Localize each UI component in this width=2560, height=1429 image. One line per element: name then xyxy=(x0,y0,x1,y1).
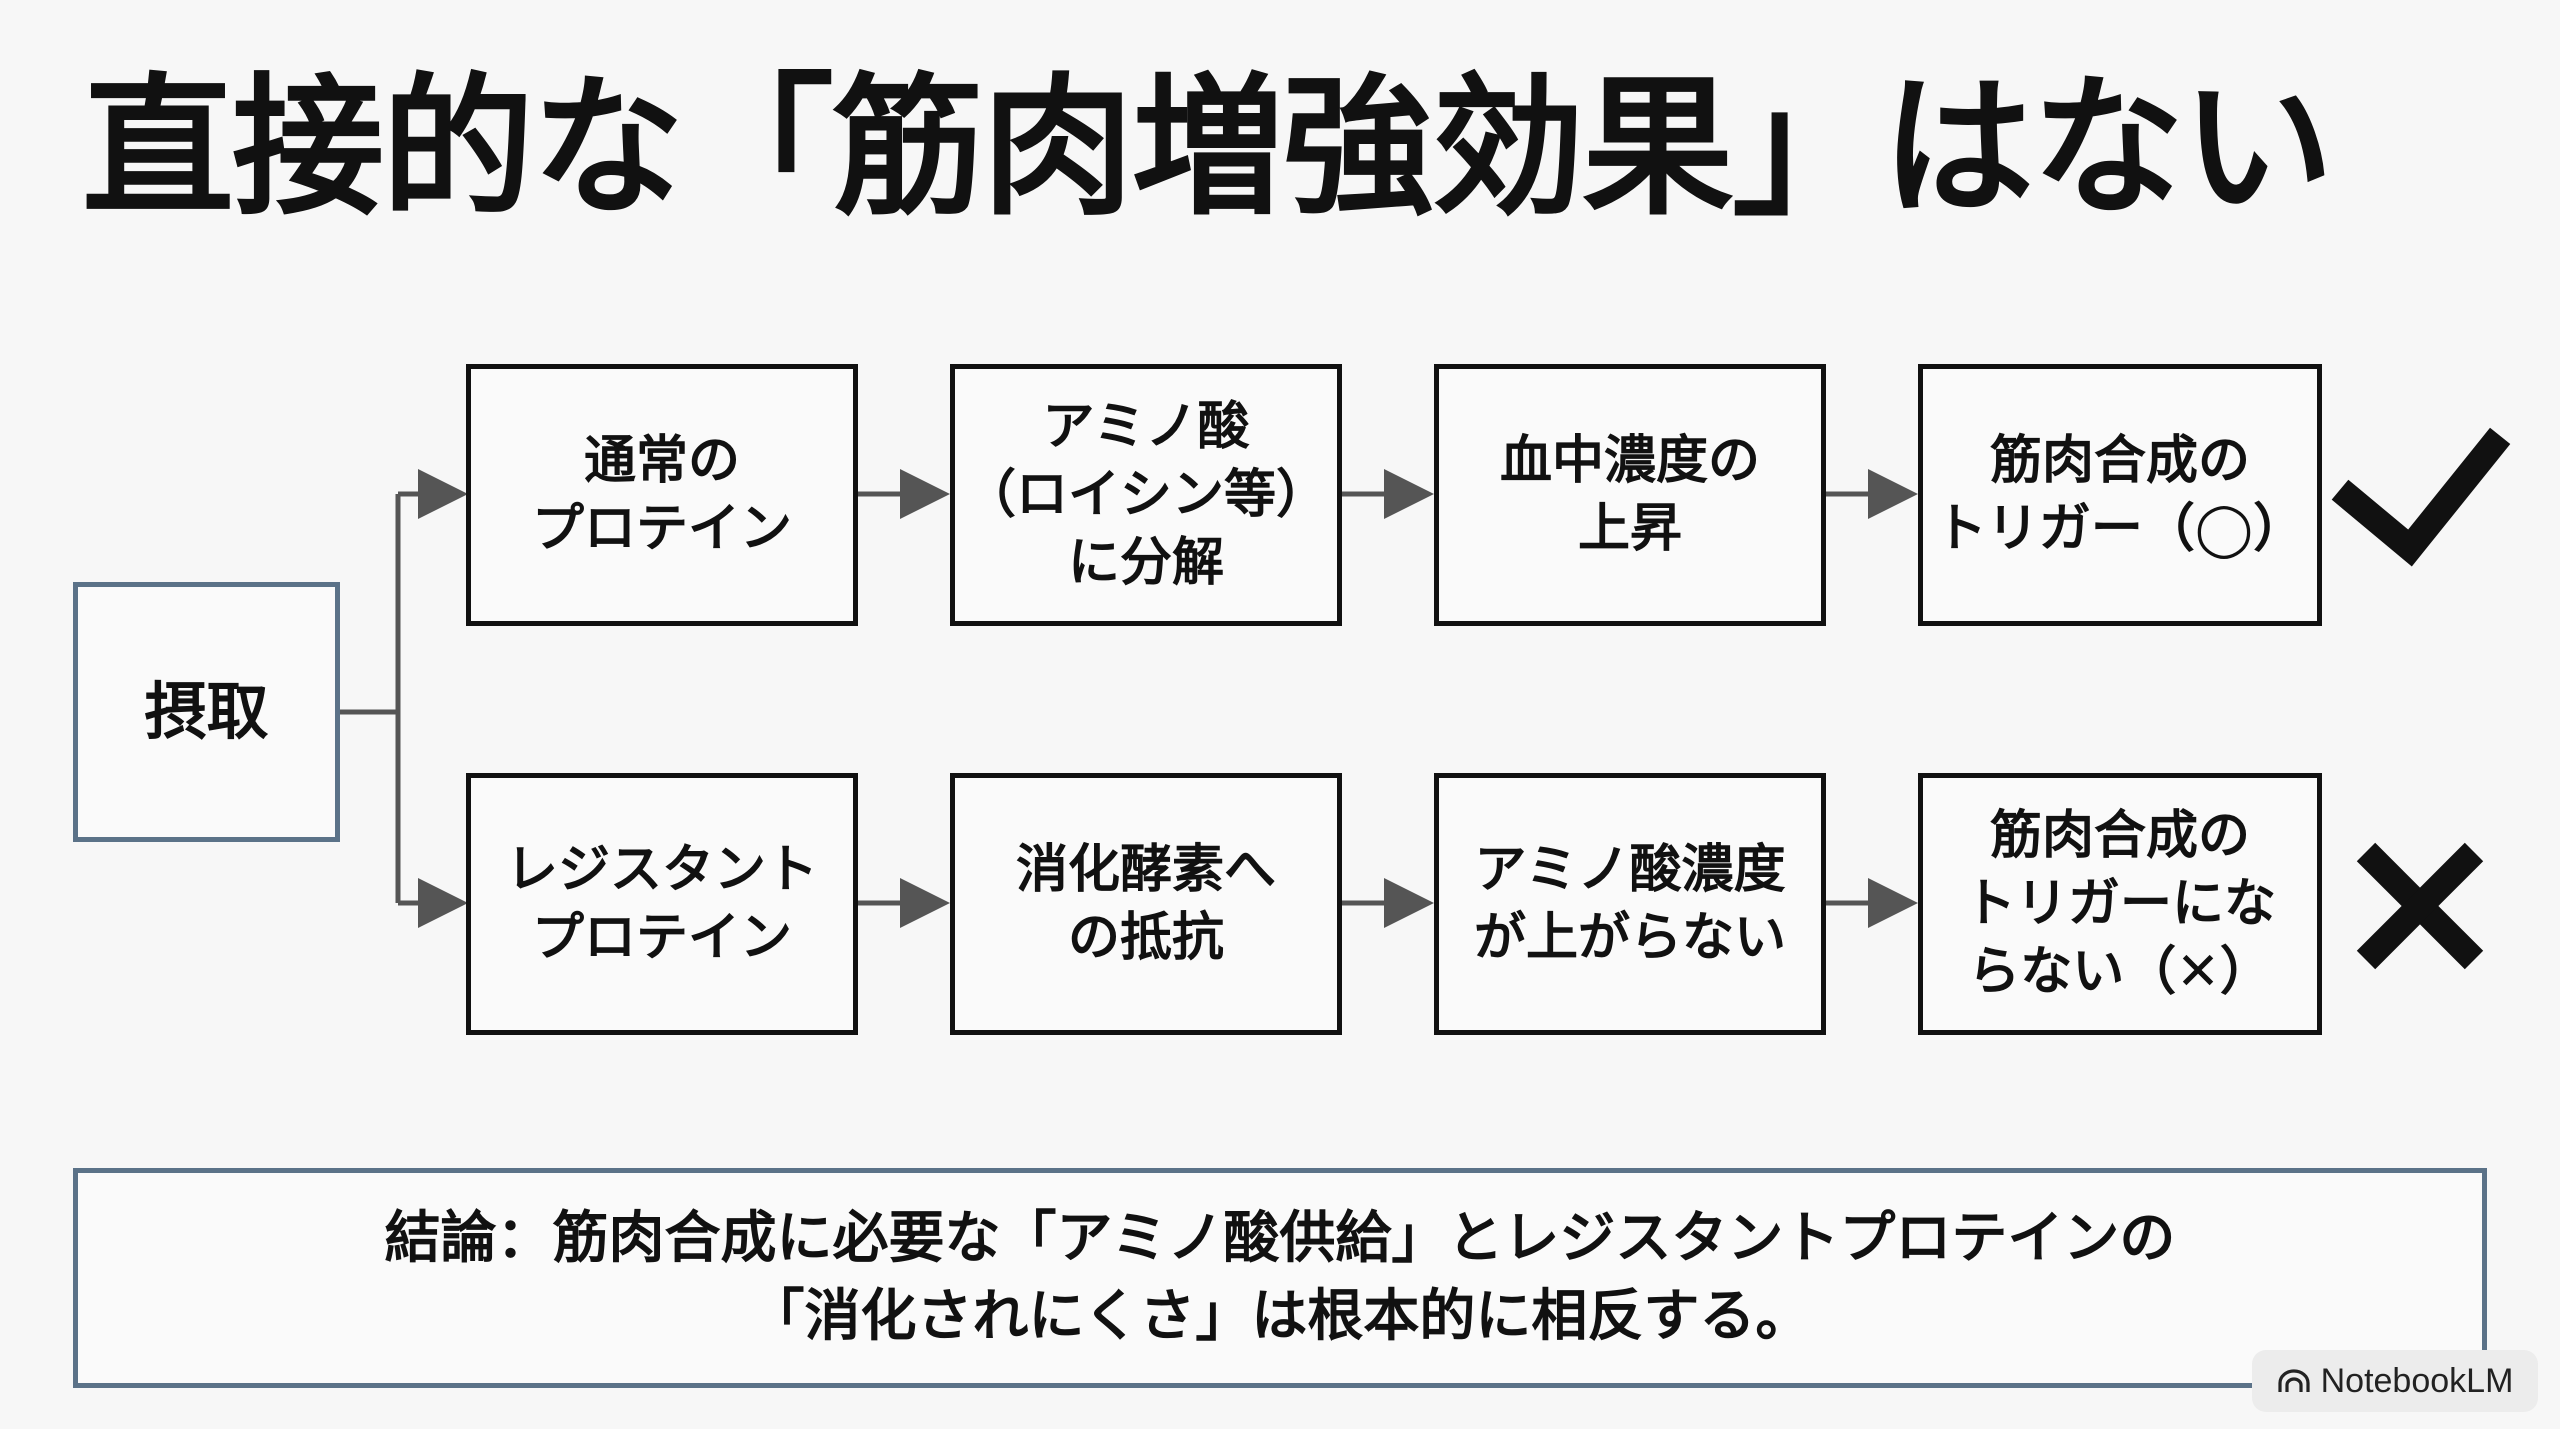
bottom-step-4-label: 筋肉合成の トリガーにな らない（✕） xyxy=(1963,806,2276,1002)
bottom-step-4: 筋肉合成の トリガーにな らない（✕） xyxy=(1918,773,2322,1035)
bottom-step-2: 消化酵素へ の抵抗 xyxy=(950,773,1342,1035)
cross-mark-icon xyxy=(2356,842,2484,970)
top-step-4-label: 筋肉合成の トリガー（◯） xyxy=(1934,431,2306,559)
bottom-step-2-label: 消化酵素へ の抵抗 xyxy=(1015,840,1276,968)
notebooklm-badge: NotebookLM xyxy=(2252,1350,2538,1412)
bottom-step-3: アミノ酸濃度 が上がらない xyxy=(1434,773,1826,1035)
top-step-1: 通常の プロテイン xyxy=(466,364,858,626)
notebooklm-logo-icon xyxy=(2278,1369,2310,1392)
top-step-2-label: アミノ酸 （ロイシン等） に分解 xyxy=(963,397,1328,593)
notebooklm-label: NotebookLM xyxy=(2320,1361,2514,1400)
bottom-step-3-label: アミノ酸濃度 が上がらない xyxy=(1473,840,1786,968)
conclusion-line-2: 「消化されにくさ」は根本的に相反する。 xyxy=(748,1284,1812,1349)
conclusion-line-1: 結論：筋肉合成に必要な「アミノ酸供給」とレジスタントプロテインの xyxy=(384,1206,2176,1271)
top-step-1-label: 通常の プロテイン xyxy=(531,431,792,559)
top-step-3-label: 血中濃度の 上昇 xyxy=(1499,431,1760,559)
top-step-3: 血中濃度の 上昇 xyxy=(1434,364,1826,626)
bottom-step-1-label: レジスタント プロテイン xyxy=(505,840,818,968)
start-box-label: 摂取 xyxy=(144,675,269,748)
check-mark-icon xyxy=(2331,427,2511,567)
top-step-2: アミノ酸 （ロイシン等） に分解 xyxy=(950,364,1342,626)
page-title: 直接的な「筋肉増強効果」はない xyxy=(82,59,2334,236)
conclusion-box: 結論：筋肉合成に必要な「アミノ酸供給」とレジスタントプロテインの 「消化されにく… xyxy=(73,1168,2487,1388)
bottom-step-1: レジスタント プロテイン xyxy=(466,773,858,1035)
start-box-intake: 摂取 xyxy=(73,582,340,842)
top-step-4: 筋肉合成の トリガー（◯） xyxy=(1918,364,2322,626)
